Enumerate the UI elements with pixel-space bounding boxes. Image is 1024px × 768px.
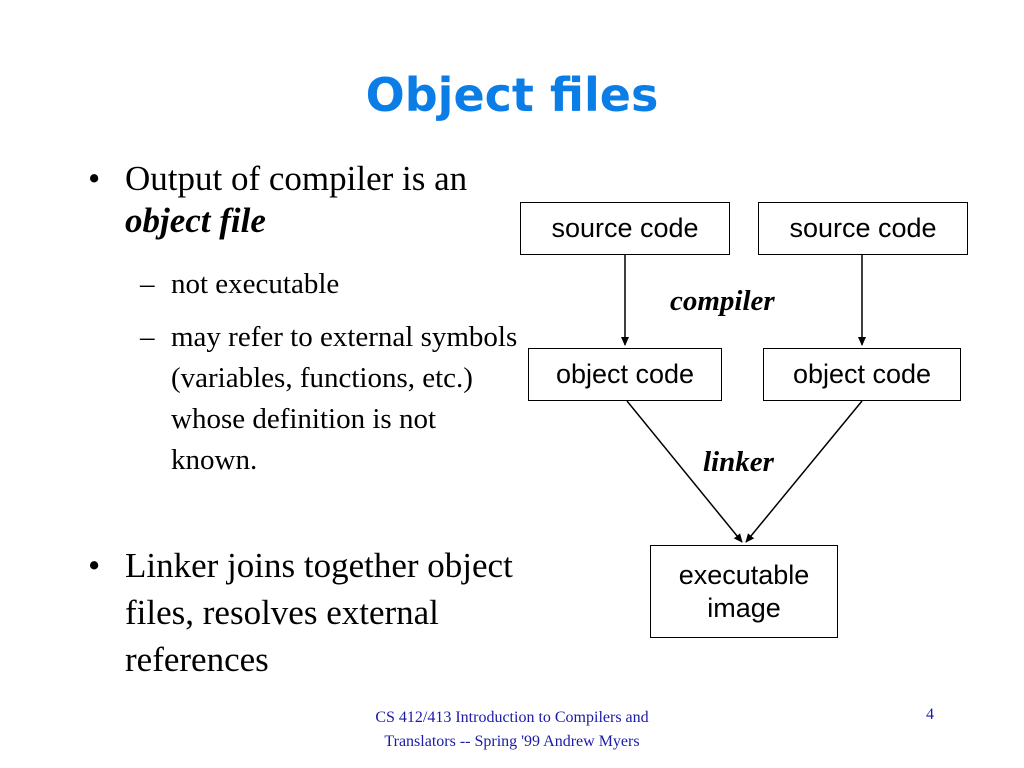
bullet-1-prefix: Output of compiler is an [125, 159, 468, 198]
executable-line-1: executable [678, 560, 810, 591]
arrow-object-right-to-exec [745, 400, 863, 543]
bullet-1-text: Output of compiler is an object file [125, 158, 545, 242]
bullet-dot: • [88, 546, 101, 585]
slide-footer: CS 412/413 Introduction to Compilers and… [375, 709, 649, 750]
source-code-box-left: source code [520, 202, 730, 255]
source-code-box-right: source code [758, 202, 968, 255]
object-code-box-left: object code [528, 348, 722, 401]
sub-bullet-2-text: may refer to external symbols (variables… [171, 321, 518, 476]
arrow-object-left-to-exec [626, 400, 743, 543]
executable-line-2: image [707, 592, 781, 623]
sub-bullet-1-text: not executable [171, 268, 340, 300]
bullet-dot: • [88, 159, 101, 198]
slide-title: Object files [365, 68, 659, 122]
sub-bullet-dash: – [140, 268, 155, 300]
executable-image-box: executable image [650, 545, 838, 638]
sub-bullet-dash: – [140, 321, 155, 353]
object-code-box-right: object code [763, 348, 961, 401]
linker-label: linker [703, 446, 774, 478]
bullet-2-text: Linker joins together object files, reso… [125, 546, 513, 679]
compiler-label: compiler [670, 285, 775, 317]
bullet-1-term: object file [125, 201, 266, 240]
page-number: 4 [926, 706, 934, 723]
